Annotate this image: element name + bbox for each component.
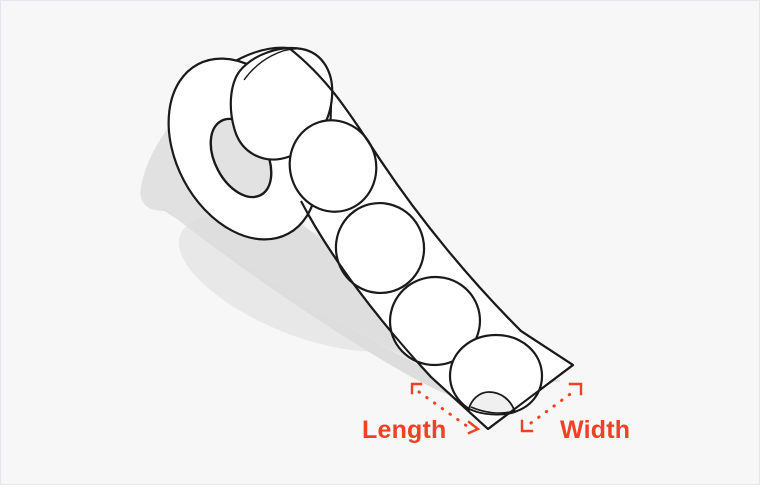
- length-annotation: Length: [362, 382, 481, 444]
- length-bracket-end-icon: [467, 420, 481, 435]
- paper-thickness-line: [243, 48, 302, 81]
- length-bracket-start-icon: [410, 382, 423, 395]
- width-leader-dots: [529, 390, 575, 425]
- width-bracket-end-icon: [568, 382, 583, 396]
- label-circle-4: [388, 275, 482, 367]
- width-label: Width: [560, 416, 630, 444]
- label-circle-2: [288, 119, 378, 213]
- strip-left-edge: [300, 200, 489, 430]
- width-bracket-start-icon: [520, 419, 534, 433]
- label-peel-corner: [467, 391, 517, 416]
- strip-right-edge: [288, 47, 574, 366]
- length-label: Length: [362, 416, 447, 444]
- length-leader-dots: [417, 390, 473, 431]
- label-circles: [229, 47, 544, 416]
- strip-bottom-edge: [487, 364, 574, 430]
- width-annotation: Width: [520, 382, 630, 444]
- label-circle-3: [334, 201, 426, 295]
